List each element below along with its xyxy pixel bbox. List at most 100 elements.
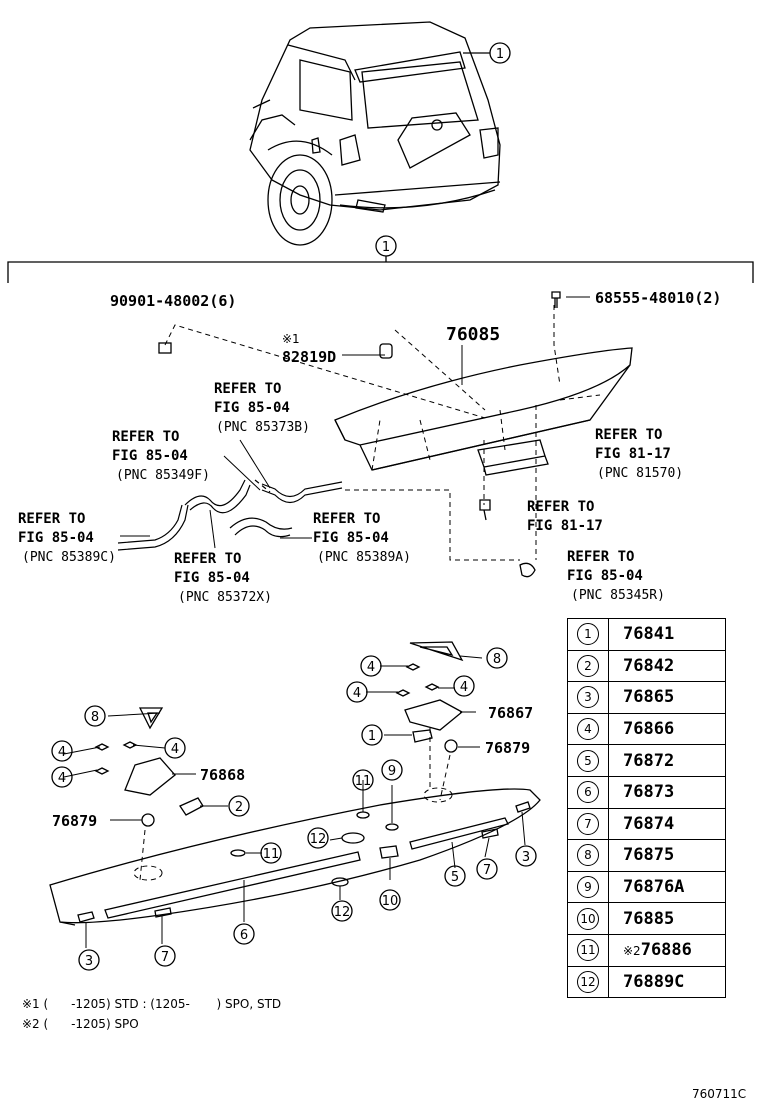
part-number-nut-left: 76879 — [52, 812, 97, 830]
reference-line2: FIG 81-17 — [527, 518, 603, 534]
part-number-nut-right: 76879 — [485, 739, 530, 757]
reference-line1: REFER TO — [527, 499, 594, 515]
screw-icon — [551, 291, 561, 308]
callout-8: 8 — [493, 652, 501, 667]
table-row: 2 76842 — [567, 650, 726, 683]
table-index: 2 — [577, 654, 599, 677]
bracket-left-icon — [124, 757, 176, 796]
part-number-clip-bolt: 90901-48002(6) — [110, 292, 236, 310]
clip-4-icon — [405, 663, 421, 671]
table-index: 5 — [577, 749, 599, 772]
reference-line1: REFER TO — [595, 427, 662, 443]
callout-4: 4 — [460, 680, 468, 695]
callout-7: 7 — [161, 950, 169, 965]
table-index: 3 — [577, 686, 599, 709]
leader-lines — [342, 296, 590, 385]
reference-line2: FIG 85-04 — [567, 568, 643, 584]
table-part-number: 76865 — [623, 687, 675, 708]
callout-11: 11 — [355, 774, 372, 789]
callout-6: 6 — [240, 928, 248, 943]
callout-4: 4 — [367, 660, 375, 675]
table-part-number: 76842 — [623, 655, 675, 676]
reference-line2: FIG 85-04 — [313, 530, 389, 546]
nut-right-icon — [444, 739, 458, 753]
clip-bolt-icon — [158, 342, 172, 354]
table-index: 1 — [577, 623, 599, 646]
nut-left-icon — [141, 813, 155, 827]
lower-dashed-guides — [133, 728, 453, 881]
pad-9-icon — [385, 823, 399, 831]
table-index: 7 — [577, 812, 599, 835]
part-number-bracket-left: 76868 — [200, 766, 245, 784]
stop-lamp-icon — [477, 439, 549, 476]
hose-illustrations — [117, 479, 343, 551]
callout-3: 3 — [522, 850, 530, 865]
pad-8-right-icon — [409, 641, 464, 662]
note-mark-1: ※1 — [282, 332, 300, 346]
reference-pnc: (PNC 85372X) — [178, 590, 272, 605]
bracket-right-icon — [404, 699, 464, 731]
table-part-number: 76873 — [623, 782, 675, 803]
reference-line1: REFER TO — [174, 551, 241, 567]
table-part-number: 76866 — [623, 719, 675, 740]
callout-1: 1 — [382, 240, 390, 255]
reference-line2: FIG 81-17 — [595, 446, 671, 462]
callout-9: 9 — [388, 764, 396, 779]
pad-10-icon — [379, 845, 399, 859]
pad-7-right-icon — [481, 828, 499, 839]
reference-pnc: (PNC 85349F) — [116, 468, 210, 483]
clip-4-icon — [94, 767, 110, 775]
footnote-2: ※2 ( -1205) SPO — [22, 1017, 139, 1031]
reference-line1: REFER TO — [18, 511, 85, 527]
part-number-grommet: 82819D — [282, 348, 336, 366]
pad-3-right-icon — [515, 801, 531, 813]
table-row: 11 ※276886 — [567, 934, 726, 967]
reference-pnc: (PNC 85389C) — [22, 550, 116, 565]
callout-4: 4 — [58, 745, 66, 760]
callout-4: 4 — [58, 771, 66, 786]
table-index: 8 — [577, 844, 599, 867]
callout-11: 11 — [263, 847, 280, 862]
seal-strip-5 — [409, 817, 509, 850]
pad-8-left-icon — [138, 707, 164, 730]
clip-and-screw-icons — [158, 291, 561, 578]
reference-line1: REFER TO — [112, 429, 179, 445]
reference-line2: FIG 85-04 — [18, 530, 94, 546]
table-part-number: 76876A — [623, 877, 685, 898]
part-number-screw: 68555-48010(2) — [595, 289, 721, 307]
table-part-number: 76886 — [640, 940, 692, 961]
footnote-1: ※1 ( -1205) STD : (1205- ) SPO, STD — [22, 997, 281, 1011]
table-part-number: 76889C — [623, 971, 685, 992]
group-bracket — [7, 261, 754, 283]
callout-2: 2 — [235, 800, 243, 815]
hose-leaders — [120, 439, 312, 549]
spoiler-lower-body — [49, 788, 541, 926]
table-index: 9 — [577, 876, 599, 899]
clip-4-icon — [395, 689, 411, 697]
seal-strip-6 — [104, 851, 361, 919]
reference-line1: REFER TO — [214, 381, 281, 397]
table-mark: ※2 — [623, 944, 641, 959]
pad-3-left-icon — [77, 911, 95, 923]
figure-code: 760711C — [692, 1087, 746, 1101]
table-row: 9 76876A — [567, 871, 726, 904]
clip-4-icon — [94, 743, 110, 751]
callout-5: 5 — [451, 870, 459, 885]
part-number-spoiler: 76085 — [446, 324, 500, 345]
dashed-guide-lines — [164, 305, 601, 561]
table-index: 4 — [577, 718, 599, 741]
table-index: 10 — [577, 907, 599, 930]
spoiler-assembly — [334, 347, 633, 471]
table-index: 11 — [577, 939, 599, 962]
reference-line2: FIG 85-04 — [214, 400, 290, 416]
reference-pnc: (PNC 81570) — [597, 466, 683, 481]
table-row: 4 76866 — [567, 713, 726, 746]
reference-line1: REFER TO — [313, 511, 380, 527]
reference-pnc: (PNC 85373B) — [216, 420, 310, 435]
callout-4: 4 — [171, 742, 179, 757]
